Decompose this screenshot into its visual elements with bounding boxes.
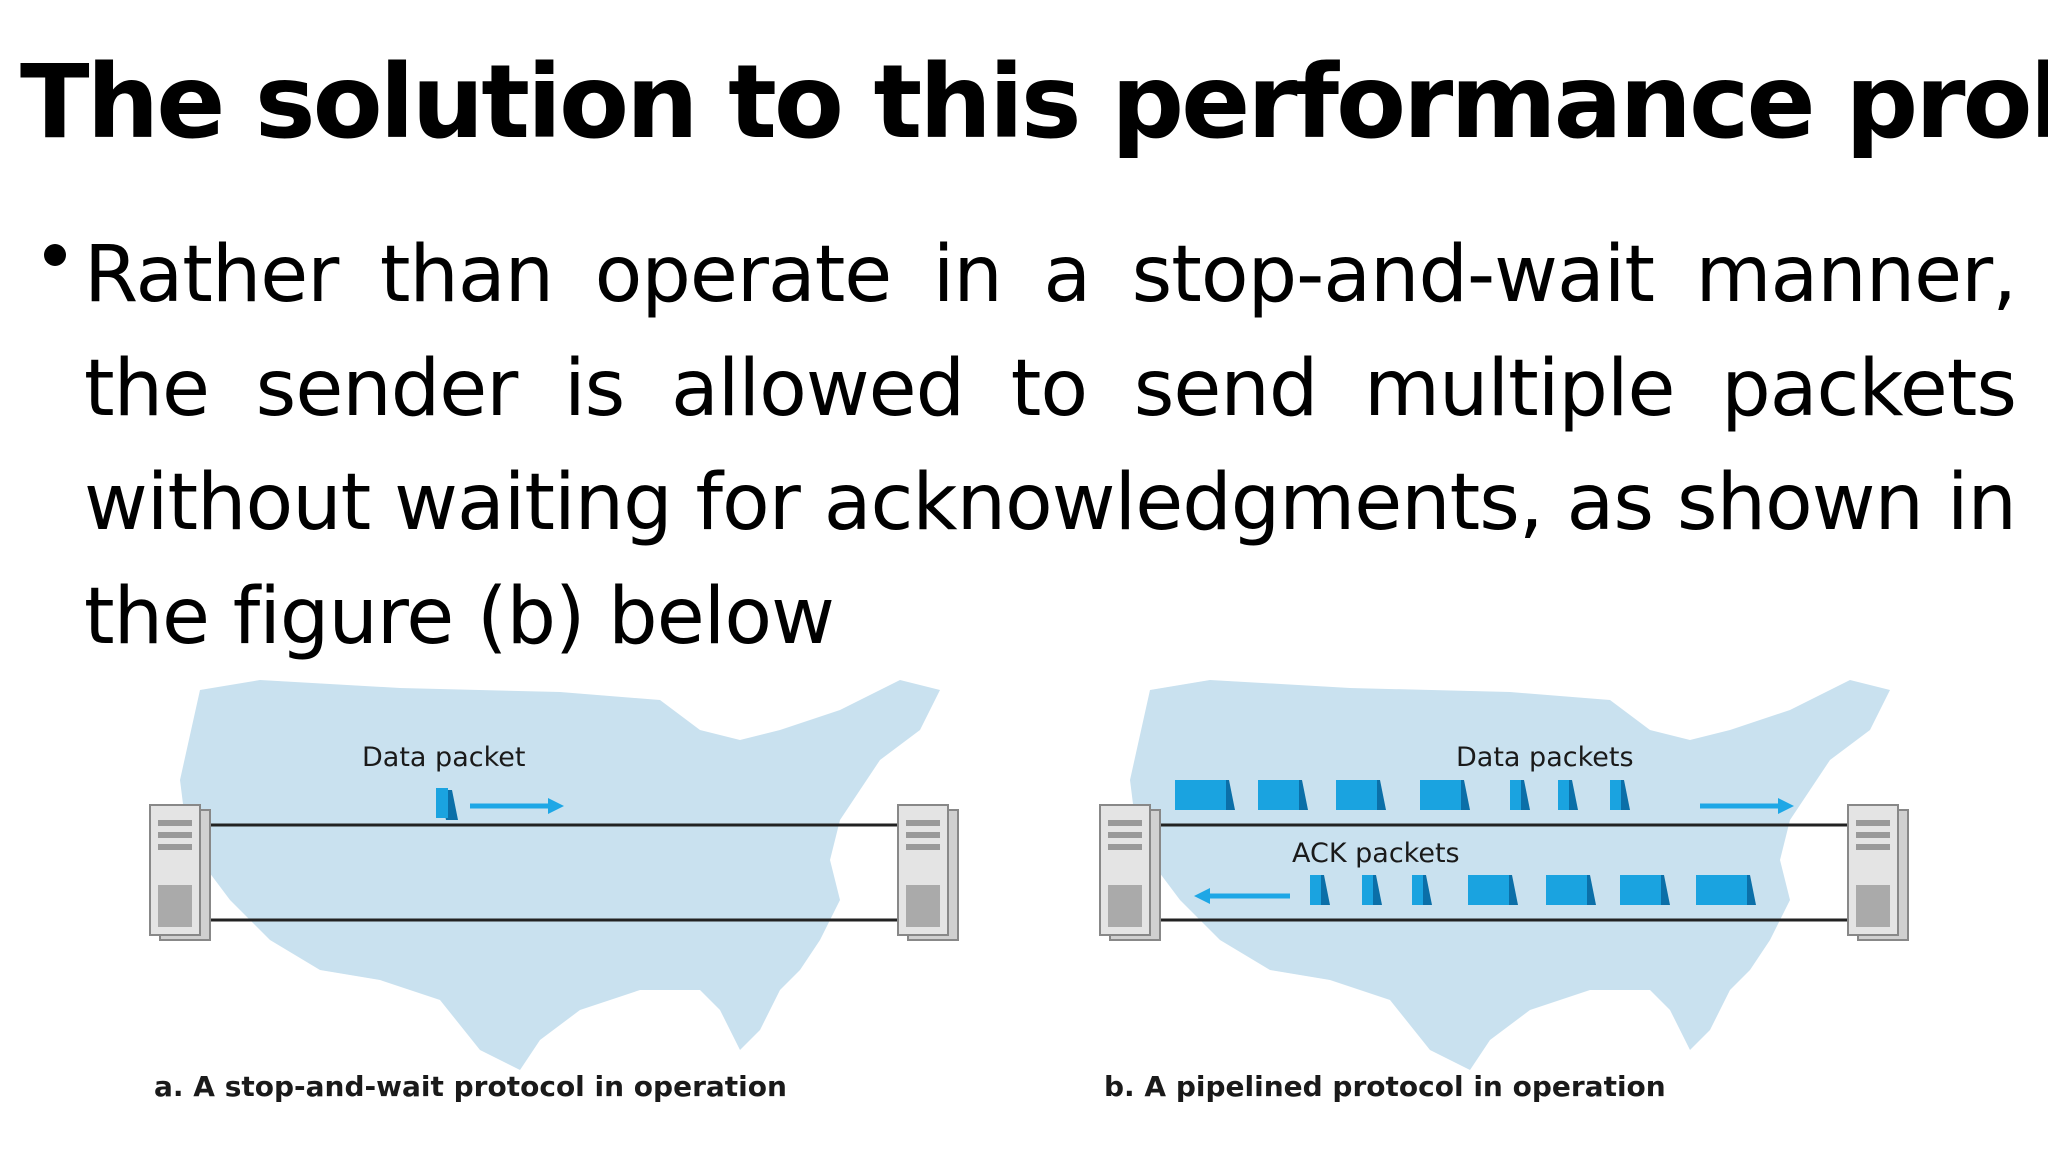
ack-packets-label: ACK packets [1292,838,1460,869]
figure-a-caption: a. A stop-and-wait protocol in operation [154,1070,787,1103]
data-packet-label: Data packet [362,742,526,773]
bullet-text: Rather than operate in a stop-and-wait m… [84,230,2017,662]
figure-pipelined: Data packets ACK packets b. A pipelined … [1090,670,1970,1130]
ack-arrow-icon [1194,888,1290,904]
send-arrow-icon [470,798,564,814]
sender-server-icon [1099,804,1161,941]
stop-and-wait-diagram [149,680,959,1070]
packet-icon [1215,780,1235,810]
packet-icon [1412,875,1432,905]
packet-icon [1510,780,1530,810]
ack-packets-group [1310,875,1756,905]
packet-icon [1576,875,1596,905]
packet-icon [1558,780,1578,810]
figure-stop-and-wait: Data packet a. A stop-and-wait protocol … [140,670,1020,1130]
packet-icon [1736,875,1756,905]
packet-icon [1362,875,1382,905]
pipelined-diagram [1099,680,1909,1070]
slide-title: The solution to this performance problem [20,43,2048,162]
packet-icon [1610,780,1630,810]
receiver-server-icon [1847,804,1909,941]
packet-icon [1450,780,1470,810]
packet-icon [1288,780,1308,810]
us-map-shape [180,680,940,1070]
bullet-point: Rather than operate in a stop-and-wait m… [36,218,2017,674]
packet-icon [1650,875,1670,905]
receiver-server-icon [897,804,959,941]
bullet-dot [44,244,66,266]
data-packets-group [1175,780,1630,810]
data-arrow-icon [1700,798,1794,814]
packet-icon [1310,875,1330,905]
data-packets-label: Data packets [1456,742,1634,773]
data-packet-icon [436,788,458,820]
packet-icon [1366,780,1386,810]
sender-server-icon [149,804,211,941]
packet-icon [1498,875,1518,905]
figure-b-caption: b. A pipelined protocol in operation [1104,1070,1666,1103]
